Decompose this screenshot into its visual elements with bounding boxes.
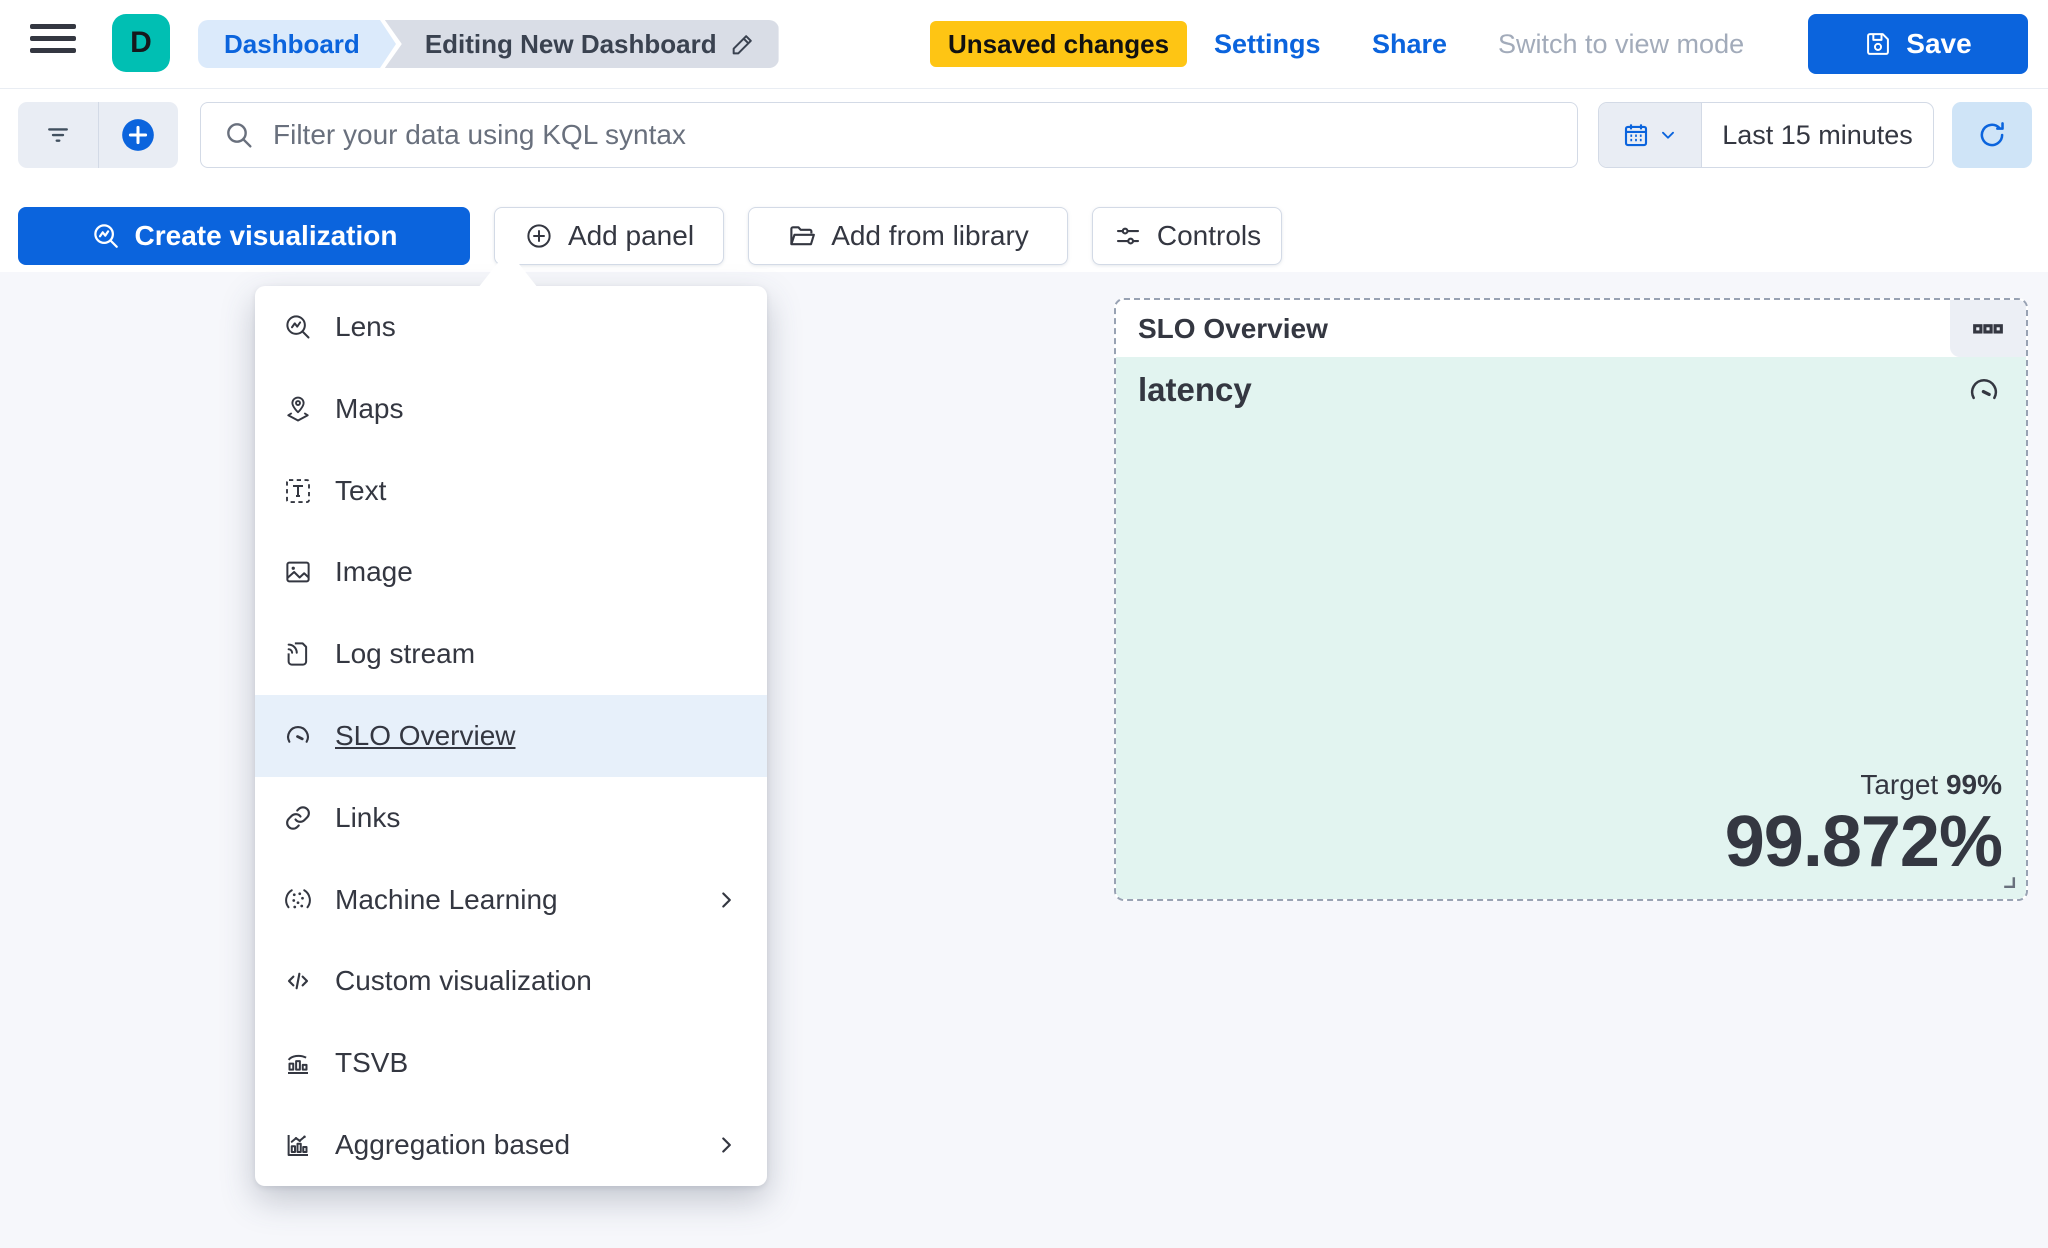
controls-label: Controls: [1156, 220, 1262, 251]
menu-item-lens[interactable]: Lens: [255, 286, 767, 368]
maps-icon: [283, 394, 313, 424]
filter-button[interactable]: [18, 102, 99, 168]
gauge-icon: [1966, 373, 2002, 409]
menu-item-label: Links: [335, 801, 401, 833]
log-stream-icon: [283, 639, 313, 669]
slo-card[interactable]: latency Target 99% 99.872%: [1116, 357, 2026, 899]
app-header: D Dashboard Editing New Dashboard Unsave…: [0, 0, 2048, 89]
menu-item-label: Text: [335, 474, 387, 506]
tsvb-icon: [283, 1048, 313, 1078]
slo-target-label: Target: [1860, 769, 1939, 801]
add-filter-button[interactable]: [99, 102, 179, 168]
calendar-dropdown-button[interactable]: [1599, 103, 1702, 167]
calendar-icon: [1621, 120, 1651, 150]
folder-icon: [787, 221, 817, 251]
save-button[interactable]: Save: [1808, 14, 2028, 74]
menu-item-machine-learning[interactable]: Machine Learning: [255, 859, 767, 941]
menu-item-label: SLO Overview: [335, 719, 516, 751]
link-icon: [283, 803, 313, 833]
add-panel-label: Add panel: [567, 220, 695, 251]
plus-in-circle-icon: [524, 221, 554, 251]
controls-button[interactable]: Controls: [1092, 207, 1282, 265]
breadcrumb-current[interactable]: Editing New Dashboard: [384, 20, 779, 68]
menu-item-maps[interactable]: Maps: [255, 368, 767, 450]
refresh-button[interactable]: [1952, 102, 2032, 168]
plus-circle-icon: [119, 116, 157, 154]
slo-values: Target 99% 99.872%: [1724, 769, 2003, 883]
slo-name: latency: [1138, 371, 1252, 408]
code-icon: [283, 966, 313, 996]
resize-handle-icon[interactable]: [1998, 871, 2020, 893]
add-from-library-label: Add from library: [831, 220, 1029, 251]
menu-item-slo-overview[interactable]: SLO Overview: [255, 695, 767, 777]
search-icon: [223, 119, 255, 151]
menu-item-links[interactable]: Links: [255, 777, 767, 859]
gauge-icon: [283, 721, 313, 751]
image-icon: [283, 557, 313, 587]
add-from-library-button[interactable]: Add from library: [748, 207, 1068, 265]
menu-item-label: Lens: [335, 310, 396, 342]
panel-header[interactable]: SLO Overview: [1116, 300, 2026, 357]
menu-item-label: Image: [335, 556, 413, 588]
menu-item-aggregation-based[interactable]: Aggregation based: [255, 1104, 767, 1186]
time-range-picker: Last 15 minutes: [1598, 102, 1934, 168]
popover-arrow: [478, 250, 538, 288]
add-panel-menu: Lens Maps Text: [255, 286, 767, 1186]
slo-target-value: 99%: [1945, 769, 2002, 801]
unsaved-changes-badge: Unsaved changes: [930, 21, 1188, 67]
create-visualization-label: Create visualization: [134, 220, 398, 251]
menu-item-tsvb[interactable]: TSVB: [255, 1022, 767, 1104]
chevron-right-icon: [713, 1132, 739, 1158]
slo-sli-value: 99.872%: [1724, 802, 2003, 883]
menu-item-label: Maps: [335, 392, 404, 424]
boxes-horizontal-icon: [1971, 312, 2005, 346]
menu-hamburger-icon[interactable]: [30, 24, 76, 62]
menu-item-label: Custom visualization: [335, 965, 592, 997]
space-avatar[interactable]: D: [112, 14, 170, 72]
lens-icon: [283, 312, 313, 342]
chevron-right-icon: [713, 887, 739, 913]
time-range-value[interactable]: Last 15 minutes: [1722, 119, 1913, 150]
menu-item-custom-visualization[interactable]: Custom visualization: [255, 941, 767, 1023]
pencil-icon: [729, 30, 757, 58]
breadcrumb-dashboard[interactable]: Dashboard: [198, 20, 396, 68]
lens-icon: [91, 221, 121, 251]
create-visualization-button[interactable]: Create visualization: [18, 207, 470, 265]
breadcrumb-current-label: Editing New Dashboard: [424, 28, 717, 59]
text-icon: [283, 476, 313, 506]
filter-icon: [43, 120, 73, 150]
menu-item-label: Machine Learning: [335, 883, 558, 915]
kql-search-box: [200, 102, 1578, 168]
machine-learning-icon: [283, 885, 313, 915]
settings-link[interactable]: Settings: [1214, 28, 1321, 59]
panel-title: SLO Overview: [1138, 312, 1328, 344]
slo-overview-panel: SLO Overview latency Target 99%: [1114, 298, 2028, 901]
refresh-icon: [1976, 119, 2008, 151]
query-bar: Last 15 minutes: [0, 89, 2048, 207]
menu-item-image[interactable]: Image: [255, 531, 767, 613]
save-icon: [1864, 30, 1892, 58]
menu-item-text[interactable]: Text: [255, 450, 767, 532]
menu-item-log-stream[interactable]: Log stream: [255, 613, 767, 695]
kql-search-input[interactable]: [271, 118, 1567, 152]
switch-to-view-mode-link[interactable]: Switch to view mode: [1498, 28, 1745, 59]
share-link[interactable]: Share: [1372, 28, 1448, 59]
menu-item-label: Aggregation based: [335, 1129, 571, 1161]
sliders-icon: [1113, 221, 1143, 251]
panel-options-button[interactable]: [1950, 300, 2026, 357]
filter-controls-group: [18, 102, 178, 168]
chevron-down-icon: [1657, 124, 1679, 146]
menu-item-label: TSVB: [335, 1047, 409, 1079]
menu-item-label: Log stream: [335, 638, 476, 670]
breadcrumb: Dashboard Editing New Dashboard: [198, 20, 779, 68]
save-button-label: Save: [1906, 28, 1972, 59]
dashboard-toolbar: Create visualization Add panel Add from …: [0, 207, 2048, 272]
aggregation-icon: [283, 1130, 313, 1160]
